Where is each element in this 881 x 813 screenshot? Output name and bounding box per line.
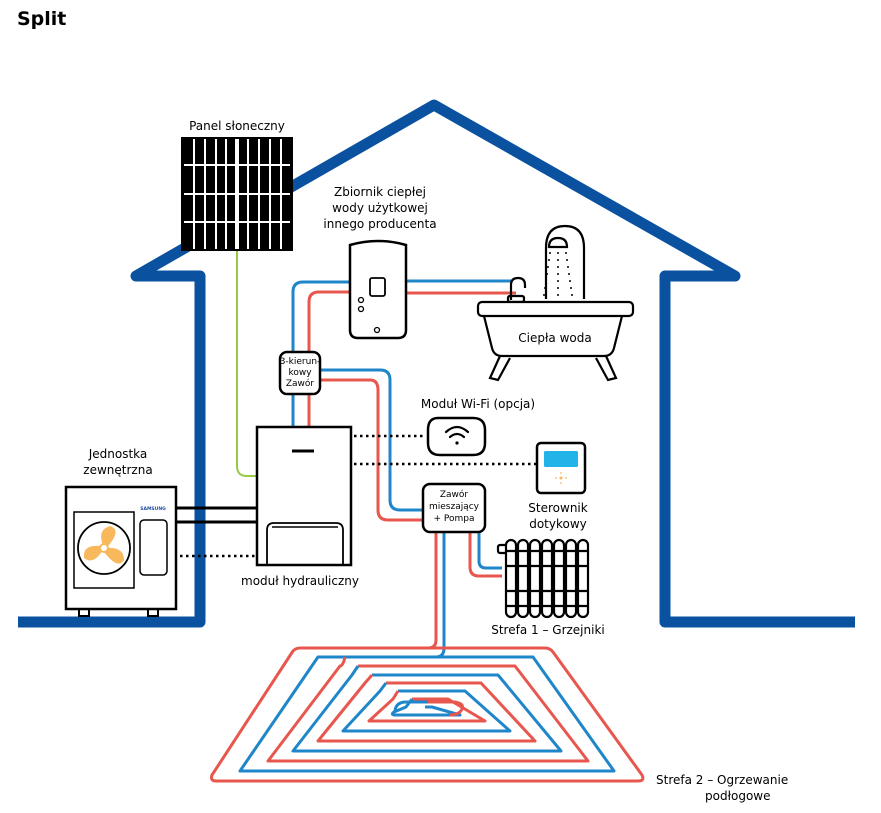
zone2-label-2: podłogowe — [705, 789, 770, 803]
cold-pipe-tank — [291, 280, 350, 393]
hot-water-label: Ciepła woda — [518, 331, 591, 345]
brand-logo: SAMSUNG — [140, 506, 166, 512]
tank-label-1: Zbiornik ciepłej — [334, 185, 426, 199]
solar-panel — [181, 137, 293, 251]
outdoor-label-2: zewnętrzna — [83, 463, 152, 477]
mixing-label-1: Zawór — [440, 489, 469, 500]
hydro-module — [255, 425, 353, 567]
hot-pipe-radiator — [468, 530, 502, 578]
tank-label-2: wody użytkowej — [332, 201, 428, 215]
tank-label-3: innego producenta — [323, 217, 436, 231]
three-way-valve — [278, 350, 322, 396]
touch-controller — [535, 441, 587, 495]
fan-icon — [83, 526, 124, 564]
dpad-icon — [555, 472, 567, 484]
bathtub-icon — [476, 224, 635, 382]
controller-label-2: dotykowy — [529, 517, 587, 531]
mixing-valve-pump — [421, 482, 487, 534]
hydro-module-label: moduł hydrauliczny — [241, 574, 359, 588]
zone2-label-1: Strefa 2 – Ogrzewanie — [656, 773, 788, 787]
radiator-icon — [496, 538, 590, 619]
shower-water-drops — [543, 252, 573, 296]
zone1-label: Strefa 1 – Grzejniki — [491, 623, 605, 637]
wifi-module — [426, 416, 487, 457]
mixing-label-2: mieszający — [429, 502, 480, 512]
hot-pipe-tank — [307, 290, 350, 393]
valve3-label-1: 3-kierun- — [280, 357, 321, 367]
page-title: Split — [17, 8, 67, 30]
cold-pipe-to-mixing — [320, 368, 425, 512]
outdoor-unit: SAMSUNG — [64, 485, 178, 617]
outdoor-label-1: Jednostka — [88, 447, 148, 461]
mixing-label-3: + Pompa — [433, 514, 474, 524]
floor-heating-coil — [210, 646, 645, 783]
solar-cable — [236, 251, 258, 477]
cold-pipe-radiator — [477, 530, 502, 570]
wifi-label: Moduł Wi-Fi (opcja) — [421, 397, 535, 411]
controller-label-1: Sterownik — [528, 501, 587, 515]
valve3-label-3: Zawór — [286, 378, 315, 389]
hot-water-tank — [348, 239, 408, 340]
solar-panel-label: Panel słoneczny — [189, 119, 285, 133]
valve3-label-2: kowy — [288, 368, 312, 378]
wifi-icon — [444, 425, 470, 445]
hot-pipe-to-mixing — [320, 378, 425, 522]
